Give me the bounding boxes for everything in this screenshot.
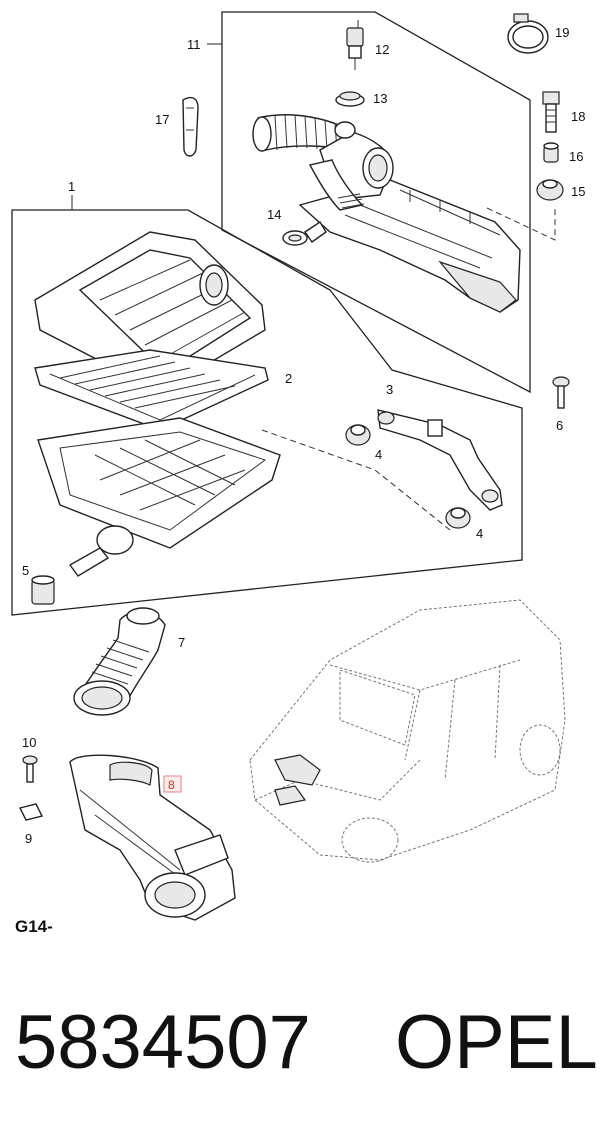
callout-7: 7 [178,635,185,650]
callout-19: 19 [555,25,569,40]
callout-13: 13 [373,91,387,106]
corrugated-intake-hose [252,114,394,211]
rubber-damper [31,575,55,605]
callout-1: 1 [68,179,75,194]
rubber-mount [536,179,564,201]
air-cleaner-group-frame [11,195,523,616]
intake-resonator-duct [298,179,521,313]
intake-duct-group-frame [207,11,531,394]
callout-8-highlight[interactable]: 8 [163,775,182,793]
hose-clamp [507,13,549,54]
part-number: 5834507 [15,1000,311,1085]
vehicle-location-illustration [249,599,566,863]
brand-name: OPEL [395,1000,598,1085]
bolt [542,91,560,133]
callout-18: 18 [571,109,585,124]
diagram-code: G14- [15,917,53,936]
retaining-strap [182,96,199,157]
callout-11: 11 [187,37,201,52]
air-cleaner-housing-lid [34,231,266,393]
intake-hose [73,607,166,716]
air-cleaner-housing-lower [37,417,281,577]
air-filter-element [34,349,269,431]
callout-9: 9 [25,831,32,846]
grommet-upper [345,424,371,446]
callout-4-lower: 4 [476,526,483,541]
callout-10: 10 [22,735,36,750]
grommet [335,91,365,107]
callout-12: 12 [375,42,389,57]
callout-5: 5 [22,563,29,578]
callout-16: 16 [569,149,583,164]
callout-2: 2 [285,371,292,386]
callout-3: 3 [386,382,393,397]
air-intake-duct [69,754,236,921]
mounting-screw [552,376,570,409]
temperature-sensor [346,20,364,70]
callout-8: 8 [168,778,175,792]
callout-6: 6 [556,418,563,433]
callout-15: 15 [571,184,585,199]
grommet-lower [445,507,471,529]
callout-17: 17 [155,112,169,127]
bushing [543,142,559,163]
callout-14: 14 [267,207,281,222]
hose-clip [282,221,327,246]
callout-4-upper: 4 [375,447,382,462]
self-tapping-screw [22,755,38,783]
mounting-bracket [377,409,503,511]
clip-nut [18,803,44,821]
